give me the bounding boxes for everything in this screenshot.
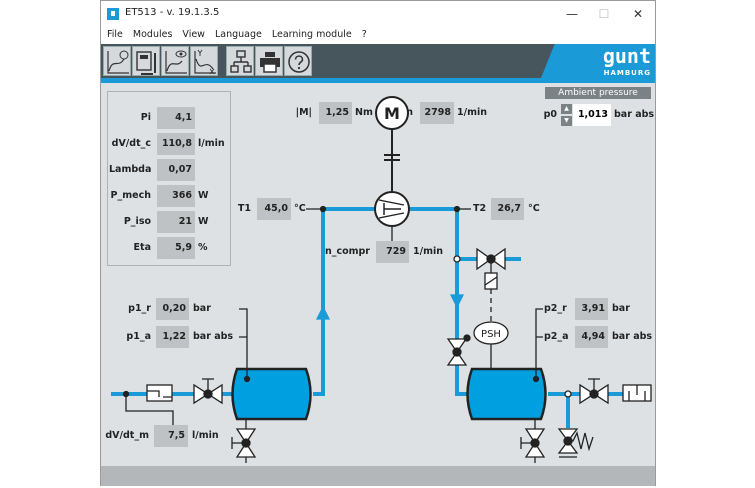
print-button[interactable] — [255, 46, 283, 76]
result-unit: W — [198, 190, 209, 201]
speed-unit: 1/min — [457, 107, 487, 118]
t2-unit: °C — [528, 203, 540, 214]
menu-file[interactable]: File — [107, 29, 123, 40]
result-unit: W — [198, 216, 209, 227]
application-window: ET513 - v. 19.1.3.5 — ☐ ✕ File Modules Vie… — [100, 0, 656, 486]
p0-input[interactable]: 1,013 — [573, 104, 611, 126]
view-chart-button[interactable] — [161, 46, 189, 76]
xy-chart-button[interactable] — [190, 46, 218, 76]
status-bar — [101, 466, 655, 486]
menu-help[interactable]: ? — [361, 29, 367, 40]
p1r-label: p1_r — [128, 303, 151, 314]
menu-view[interactable]: View — [182, 29, 205, 40]
minimize-button[interactable]: — — [566, 7, 578, 21]
result-value: 0,07 — [157, 159, 195, 181]
t1-unit: °C — [294, 203, 306, 214]
p2r-label: p2_r — [544, 303, 567, 314]
p0-unit: bar abs — [614, 109, 655, 120]
p0-label: p0 — [543, 109, 557, 120]
result-value: 4,1 — [157, 107, 195, 129]
ambient-pressure-header: Ambient pressure — [545, 87, 651, 99]
measurement-device-button[interactable] — [132, 46, 160, 76]
result-label: P_iso — [123, 216, 151, 227]
network-icon — [230, 50, 252, 73]
torque-value: 1,25 — [319, 102, 352, 124]
result-unit: % — [198, 242, 208, 253]
result-value: 21 — [157, 211, 195, 233]
toolbar-accent-line — [101, 78, 655, 83]
suction-tank — [231, 367, 312, 421]
flow-arrow-up — [315, 305, 331, 320]
t1-value: 45,0 — [257, 198, 291, 220]
measurement-device-icon — [136, 51, 156, 75]
p2a-label: p2_a — [544, 331, 569, 342]
p0-decrement-button[interactable]: ▼ — [561, 116, 572, 126]
result-unit: l/min — [198, 138, 225, 149]
menu-learning-module[interactable]: Learning module — [271, 29, 352, 40]
t2-value: 26,7 — [491, 198, 524, 220]
flow-arrow-down — [449, 294, 465, 309]
result-label: P_mech — [110, 190, 151, 201]
p1r-value: 0,20 — [156, 298, 189, 320]
result-label: Eta — [133, 242, 151, 253]
help-button[interactable] — [284, 46, 312, 76]
result-value: 5,9 — [157, 237, 195, 259]
p1a-unit: bar abs — [193, 331, 234, 342]
results-panel — [107, 91, 231, 266]
speed-label: n — [406, 107, 413, 118]
logo-background — [541, 44, 655, 78]
compressor-speed-label: n_compr — [324, 246, 370, 257]
p1r-unit: bar — [193, 303, 211, 314]
motor-label: M — [384, 104, 400, 123]
torque-unit: Nm — [355, 107, 373, 118]
piping-diagram: PSH M — [111, 96, 652, 463]
title-bar: ET513 - v. 19.1.3.5 — ☐ ✕ — [101, 1, 655, 27]
time-chart-icon — [107, 50, 129, 74]
result-label: Lambda — [109, 164, 152, 175]
t2-label: T2 — [473, 203, 487, 214]
motor-symbol — [375, 96, 409, 130]
network-button[interactable] — [226, 46, 254, 76]
menu-language[interactable]: Language — [214, 29, 262, 40]
compressor-speed-value: 729 — [376, 241, 409, 263]
p2a-unit: bar abs — [612, 331, 653, 342]
p2r-unit: bar — [612, 303, 630, 314]
pressure-tank — [466, 367, 547, 421]
menu-bar: File Modules View Language Learning module? — [101, 27, 655, 43]
p2a-value: 4,94 — [575, 326, 608, 348]
flow-label: dV/dt_m — [105, 430, 149, 441]
p1a-label: p1_a — [126, 331, 151, 342]
t1-label: T1 — [237, 203, 251, 214]
result-label: dV/dt_c — [111, 138, 151, 149]
result-value: 366 — [157, 185, 195, 207]
result-label: Pi — [140, 112, 151, 123]
flow-value: 7,5 — [154, 425, 188, 447]
result-value: 110,8 — [157, 133, 195, 155]
window-title: ET513 - v. 19.1.3.5 — [125, 7, 220, 18]
view-chart-icon — [165, 50, 187, 74]
p0-increment-button[interactable]: ▲ — [561, 104, 572, 114]
flow-unit: l/min — [192, 430, 219, 441]
xy-chart-icon — [194, 49, 216, 75]
close-button[interactable]: ✕ — [632, 7, 644, 21]
menu-modules[interactable]: Modules — [132, 29, 173, 40]
printer-icon — [260, 52, 280, 73]
time-chart-button[interactable] — [103, 46, 131, 76]
psh-label: PSH — [481, 329, 501, 340]
help-icon — [288, 51, 310, 73]
p2r-value: 3,91 — [575, 298, 608, 320]
torque-label: |M| — [295, 107, 312, 118]
compressor-speed-unit: 1/min — [413, 246, 443, 257]
speed-value: 2798 — [420, 102, 454, 124]
p1a-value: 1,22 — [156, 326, 189, 348]
app-icon — [107, 8, 119, 20]
maximize-button[interactable]: ☐ — [598, 7, 610, 21]
